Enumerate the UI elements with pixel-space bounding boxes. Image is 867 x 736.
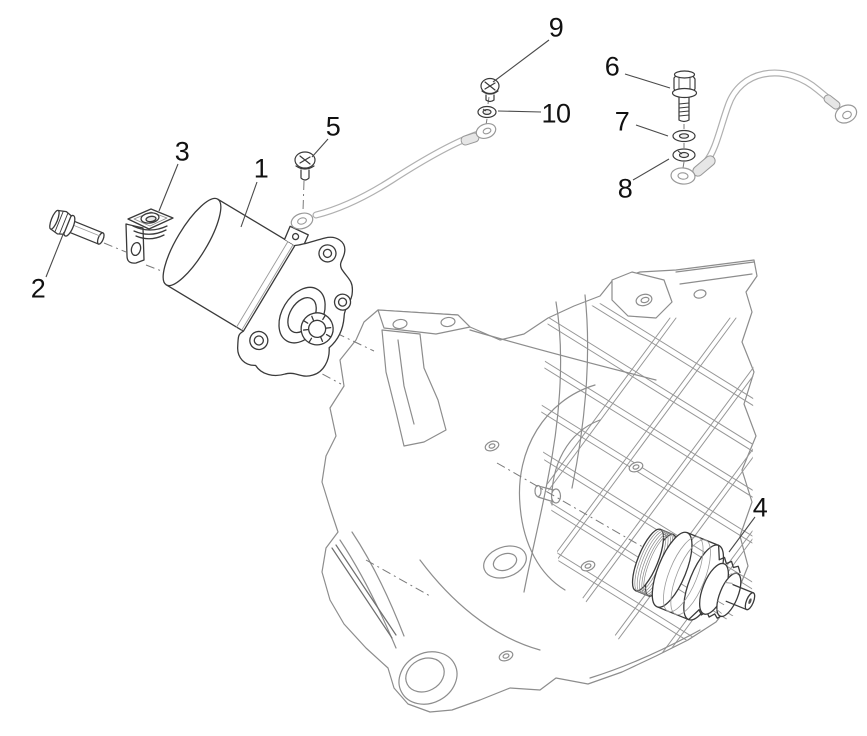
callout-label-2: 2 xyxy=(30,273,46,304)
callout-label-9: 9 xyxy=(548,12,564,43)
ground-cable-right-illustration xyxy=(670,69,858,185)
callout-label-10: 10 xyxy=(541,98,571,129)
pan-head-screw-5-illustration xyxy=(294,151,316,181)
mounting-bracket-illustration xyxy=(125,208,174,264)
pan-head-screw-9-illustration xyxy=(480,77,500,103)
bolt-boss-holes xyxy=(484,440,644,662)
starter-motor-illustration xyxy=(162,197,354,377)
callout-label-5: 5 xyxy=(325,111,341,142)
washer-7-illustration xyxy=(672,129,696,143)
callout-label-4: 4 xyxy=(752,492,768,523)
flange-bolt-illustration xyxy=(49,209,105,245)
washer-8-illustration xyxy=(672,148,696,162)
washer-10-illustration xyxy=(477,105,497,119)
engine-crankcase-illustration xyxy=(321,259,758,713)
flange-bolt-6-illustration xyxy=(671,70,698,123)
callout-leader-lines xyxy=(45,39,756,553)
callout-label-6: 6 xyxy=(604,51,620,82)
callout-label-3: 3 xyxy=(174,136,190,167)
starter-drive-gear-illustration xyxy=(631,528,756,621)
callout-label-8: 8 xyxy=(617,173,633,204)
ground-cable-left-illustration xyxy=(290,122,497,230)
callout-label-7: 7 xyxy=(614,106,630,137)
callout-label-1: 1 xyxy=(253,153,269,184)
